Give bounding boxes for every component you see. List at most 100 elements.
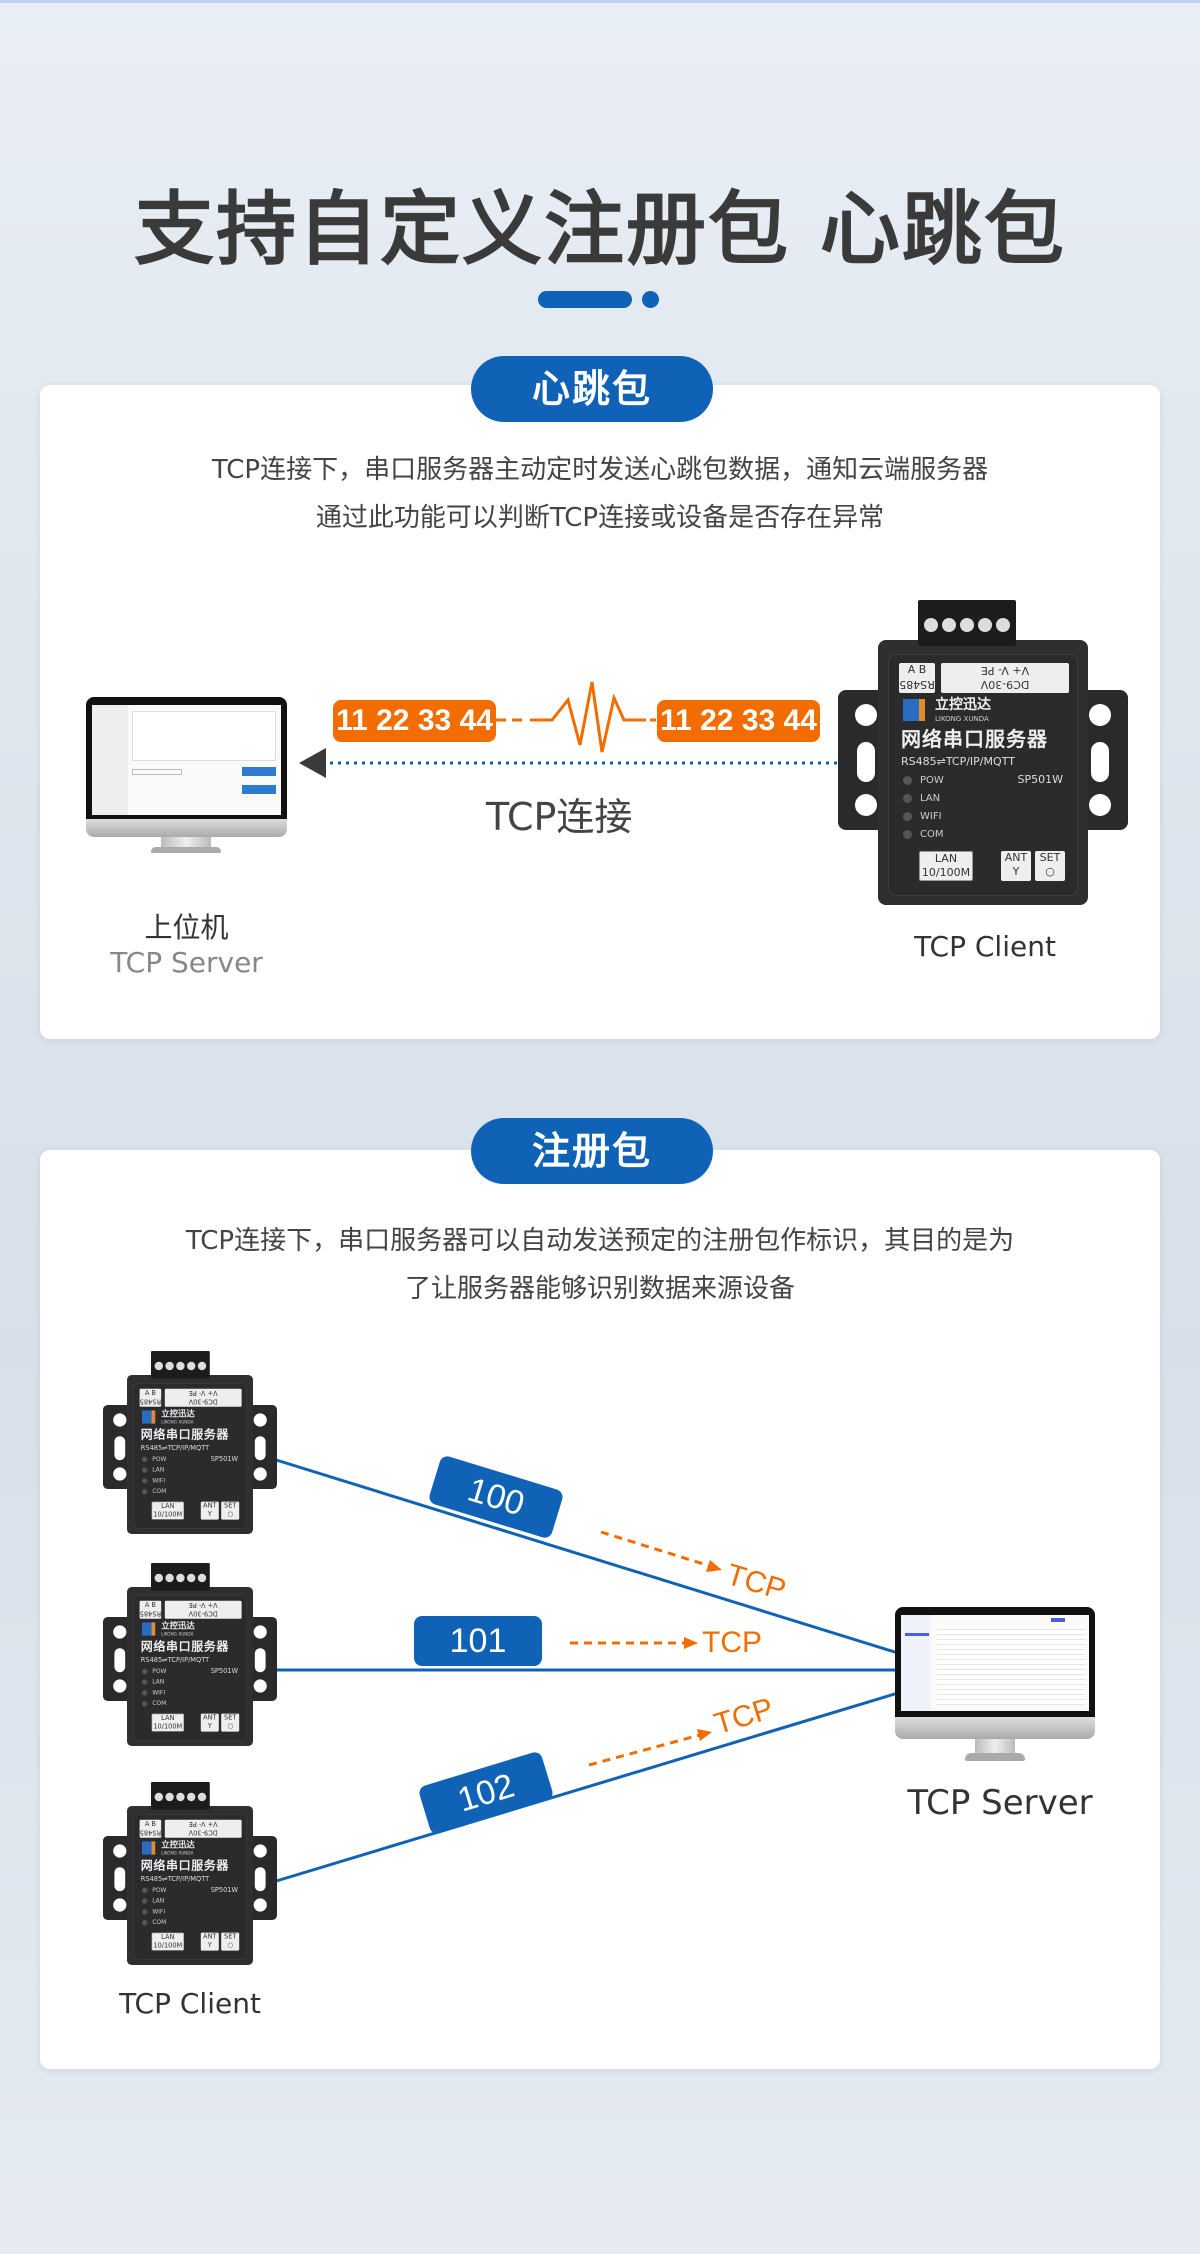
led-indicator-icon [142,1679,148,1685]
desc-line: 了让服务器能够识别数据来源设备 [404,1274,795,1304]
device-name: 网络串口服务器 [140,1858,229,1873]
device-name: 网络串口服务器 [901,727,1048,751]
set-button-label: SET○ [1035,851,1065,881]
arrow-head-icon [706,1560,722,1572]
led-indicator-icon [142,1668,148,1674]
led-indicator-icon [903,775,912,785]
brand-logo-icon [142,1622,156,1636]
led-indicator-icon [142,1700,148,1707]
tcp-server-label: TCP Server [907,1783,1093,1823]
tcp-client-label: TCP Client [119,1987,261,2020]
desc-line: 通过此功能可以判断TCP连接或设备是否存在异常 [315,503,885,533]
terminal-block [918,600,1016,646]
led-lan: LAN [903,793,940,805]
device-protocol: RS485⇌TCP/IP/MQTT [140,1656,210,1664]
packet-101: 101 [414,1616,542,1666]
led-indicator-icon [142,1477,148,1484]
register-pill: 注册包 [471,1118,713,1184]
brand-name: 立控迅达 [161,1840,195,1850]
device-name: 网络串口服务器 [140,1427,229,1442]
dashed-arrow [588,1733,701,1767]
device-model: SP501W [210,1885,238,1894]
terminal-block [151,1563,210,1591]
device-protocol: RS485⇌TCP/IP/MQTT [140,1444,210,1452]
terminal-block [151,1782,210,1810]
device-model: SP501W [210,1454,238,1463]
monitor-screen [92,705,281,815]
antenna-icon: Y [207,1941,212,1949]
brand-name-en: LIKONG XUNDA [161,1851,194,1856]
heartbeat-connection [299,681,840,778]
led-indicator-icon [903,811,912,821]
brand-name: 立控迅达 [161,1621,195,1631]
dashed-arrow [600,1530,711,1568]
title-decoration [538,291,632,308]
led-pow: POW [142,1456,166,1463]
desc-line: TCP连接下，串口服务器主动定时发送心跳包数据，通知云端服务器 [211,455,989,485]
led-com: COM [142,1919,166,1926]
set-button-icon: ○ [227,1941,234,1949]
page-title: 支持自定义注册包 心跳包 [134,183,1066,276]
led-indicator-icon [142,1887,148,1893]
brand-logo-icon [903,699,925,721]
title-decoration-dot [642,291,659,308]
led-pow: POW [142,1887,166,1894]
antenna-icon: Y [1012,865,1020,878]
packet-right: 11 22 33 44 [657,700,820,742]
device-protocol: RS485⇌TCP/IP/MQTT [140,1875,210,1883]
led-wifi: WIFI [142,1909,165,1916]
led-lan: LAN [142,1898,164,1905]
desc-line: TCP连接下，串口服务器可以自动发送预定的注册包作标识，其目的是为 [185,1226,1015,1256]
brand-name: 立控迅达 [935,697,991,713]
brand-name-en: LIKONG XUNDA [161,1632,194,1637]
device-model: SP501W [1017,773,1064,786]
heartbeat-description: TCP连接下，串口服务器主动定时发送心跳包数据，通知云端服务器 通过此功能可以判… [40,446,1160,542]
heartbeat-pill: 心跳包 [471,356,713,422]
packet-left: 11 22 33 44 [333,700,496,742]
brand-logo-icon [142,1841,156,1855]
brand-name: 立控迅达 [161,1409,195,1419]
connection-line [272,1691,899,1884]
device-name: 网络串口服务器 [140,1639,229,1654]
tcp-label: TCP [702,1626,762,1659]
antenna-icon: Y [207,1510,212,1518]
set-button-icon: ○ [227,1510,234,1518]
server-computer [895,1607,1095,1763]
led-indicator-icon [142,1919,148,1926]
set-button-icon: ○ [1045,865,1055,878]
set-button-label: SET○ [221,1501,240,1520]
arrow-head-icon [684,1637,698,1649]
arrow-head-icon [697,1729,712,1741]
led-indicator-icon [142,1689,148,1696]
register-description: TCP连接下，串口服务器可以自动发送预定的注册包作标识，其目的是为 了让服务器能… [40,1217,1160,1313]
arrow-head-icon [299,748,326,778]
led-com: COM [142,1700,166,1707]
led-indicator-icon [903,793,912,803]
device-protocol: RS485⇌TCP/IP/MQTT [901,755,1015,768]
set-button-label: SET○ [221,1713,240,1732]
tcp-client-label: TCP Client [914,930,1056,963]
brand-name-en: LIKONG XUNDA [161,1420,194,1425]
host-computer [86,697,287,853]
heartbeat-wave-icon [530,681,646,753]
led-lan: LAN [142,1679,164,1686]
led-com: COM [142,1488,166,1495]
host-label: 上位机 [144,911,229,944]
